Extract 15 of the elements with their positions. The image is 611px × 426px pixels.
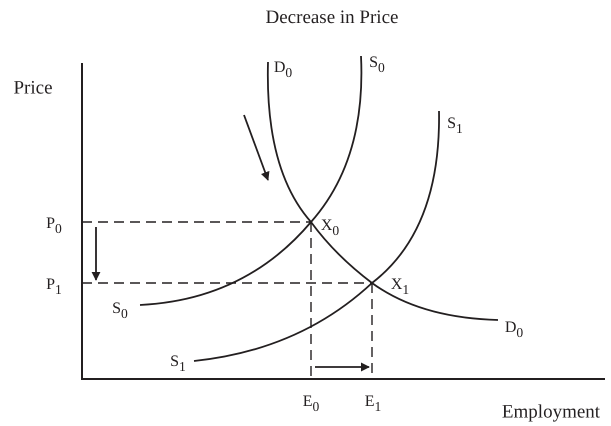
curve-label: X$_{1}$ (390, 277, 410, 293)
curve-label: S$_{0}$ (112, 301, 128, 317)
curve-label: X$_{0}$ (320, 218, 340, 234)
curve-label: P$_{0}$ (46, 216, 62, 232)
curve-label: D$_{0}$ (504, 320, 524, 336)
axis-label: Price (13, 78, 53, 98)
curve-label: S$_{0}$ (369, 55, 385, 71)
curve-label: D$_{0}$ (274, 60, 292, 76)
axis-label: Employment (502, 402, 600, 422)
curve-label: S$_{1}$ (447, 116, 463, 132)
curve-label: S$_{1}$ (170, 354, 186, 370)
curve-label: E$_{1}$ (364, 394, 382, 410)
chart-title: Decrease in Price (266, 7, 398, 29)
curve-label: E$_{0}$ (302, 394, 320, 410)
curve-label: P$_{1}$ (46, 277, 62, 293)
